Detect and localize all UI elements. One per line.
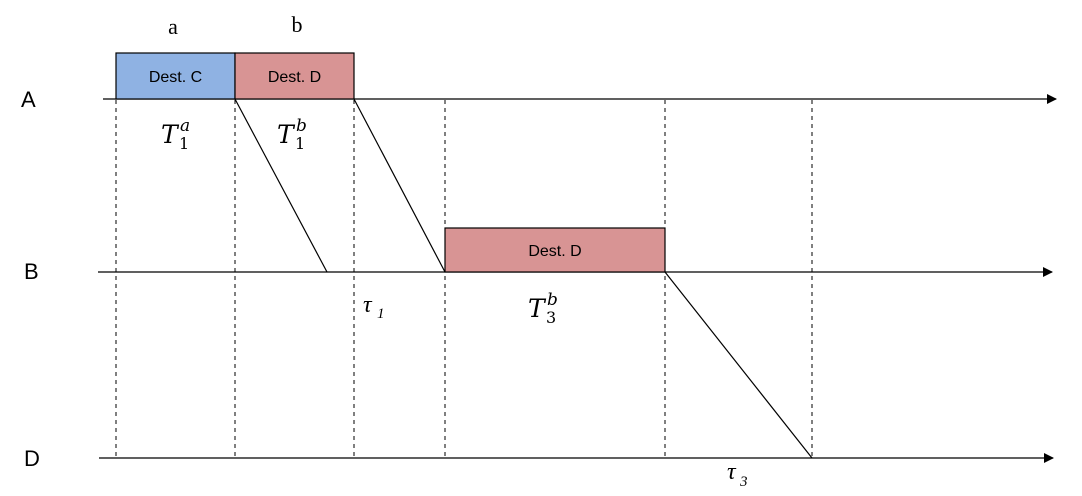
math-subscript: 1 bbox=[179, 134, 189, 153]
lane-label-a: A bbox=[21, 87, 36, 112]
box-label: Dest. D bbox=[528, 243, 581, 260]
time-label-t1a: T a 1 bbox=[161, 116, 190, 153]
propagation-lines bbox=[234, 98, 813, 459]
math-symbol: T bbox=[161, 120, 180, 149]
propagation-line bbox=[353, 98, 446, 273]
box-a-dest-c: Dest. C bbox=[115, 52, 236, 100]
box-label: Dest. D bbox=[268, 69, 321, 86]
math-superscript: a bbox=[180, 116, 190, 136]
box-rect bbox=[234, 52, 355, 100]
lane-label-d: D bbox=[24, 446, 40, 471]
math-superscript: b bbox=[296, 116, 307, 136]
tau-subscript: 1 bbox=[377, 306, 385, 322]
math-subscript: 3 bbox=[546, 308, 556, 327]
math-subscript: 1 bbox=[295, 134, 305, 153]
lane-label-b: B bbox=[24, 259, 39, 284]
math-superscript: b bbox=[547, 290, 558, 310]
delay-label-tau1: τ 1 bbox=[363, 292, 385, 322]
box-a-dest-d: Dest. D bbox=[234, 52, 355, 100]
propagation-line bbox=[234, 98, 328, 273]
delay-label-tau3: τ 3 bbox=[727, 459, 748, 490]
time-label-t3b: T b 3 bbox=[528, 290, 558, 327]
tau-subscript: 3 bbox=[739, 474, 748, 490]
column-label-a: a bbox=[168, 14, 178, 39]
time-label-t1b: T b 1 bbox=[277, 116, 307, 153]
tau-symbol: τ bbox=[363, 292, 373, 318]
propagation-line bbox=[664, 271, 813, 459]
math-symbol: T bbox=[528, 294, 547, 323]
math-symbol: T bbox=[277, 120, 296, 149]
box-label: Dest. C bbox=[149, 69, 202, 86]
column-label-b: b bbox=[292, 12, 303, 37]
tau-symbol: τ bbox=[727, 459, 737, 485]
guide-lines bbox=[115, 100, 813, 458]
box-b-dest-d: Dest. D bbox=[444, 227, 666, 273]
box-rect bbox=[444, 227, 666, 273]
timelines bbox=[98, 94, 1057, 463]
